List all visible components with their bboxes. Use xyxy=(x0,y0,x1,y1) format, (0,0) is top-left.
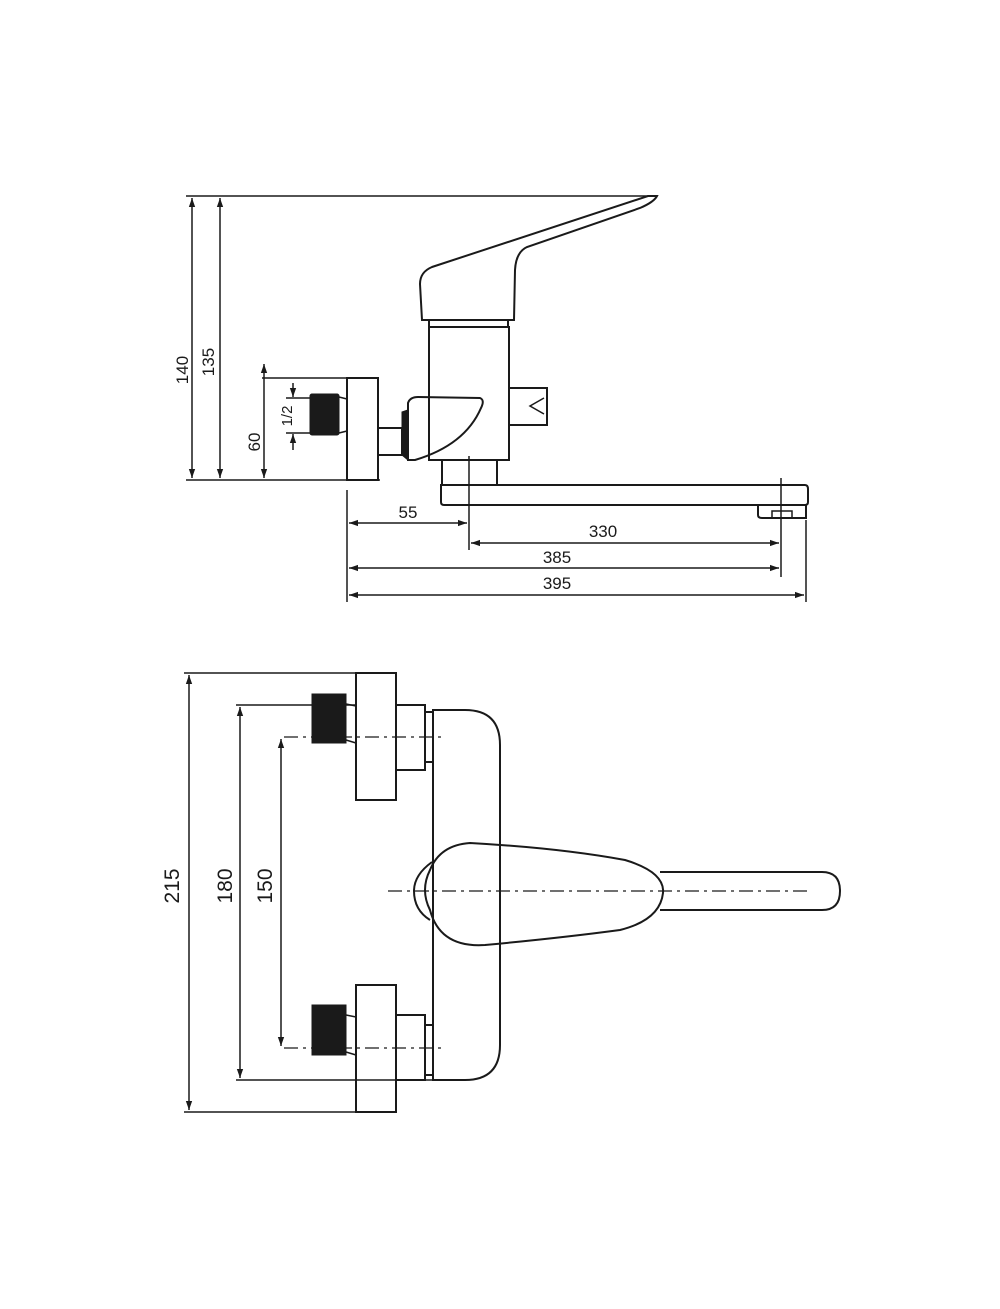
faucet-side xyxy=(309,195,809,519)
centerlines xyxy=(284,736,808,1049)
dimension-arrows xyxy=(188,198,804,599)
top-view: 215 180 150 xyxy=(161,672,842,1113)
dim-label-60: 60 xyxy=(245,433,264,452)
dim-label-150: 150 xyxy=(254,868,277,903)
dim-label-385: 385 xyxy=(543,548,571,567)
dim-label-215: 215 xyxy=(161,868,184,903)
dim-label-330: 330 xyxy=(589,522,617,541)
dim-label-180: 180 xyxy=(214,868,237,903)
dim-label-thread: 1/2 xyxy=(279,406,296,427)
extension-lines xyxy=(186,195,807,602)
dim-label-140: 140 xyxy=(173,356,192,384)
dim-label-135: 135 xyxy=(199,348,218,376)
dimension-arrows xyxy=(185,675,285,1110)
dim-label-55: 55 xyxy=(399,503,418,522)
dim-label-395: 395 xyxy=(543,574,571,593)
faucet-top xyxy=(311,672,842,1113)
side-view: 140 135 60 1/2 55 330 385 395 xyxy=(173,195,809,602)
